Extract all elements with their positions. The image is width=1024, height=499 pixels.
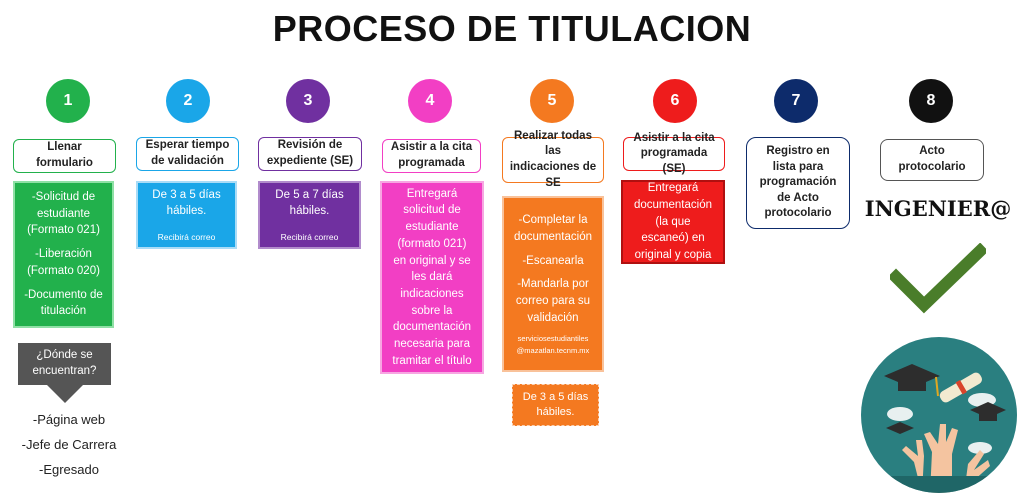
step-1-detail: -Solicitud de estudiante (Formato 021) <box>27 191 100 237</box>
step-7-circle: 7 <box>774 79 818 123</box>
where-item: -Página web <box>32 412 106 427</box>
page-title: PROCESO DE TITULACION <box>272 8 752 49</box>
down-arrow-icon <box>46 384 84 403</box>
where-question: ¿Dónde se encuentran? <box>18 343 111 385</box>
step-3-circle: 3 <box>286 79 330 123</box>
step-5-email: serviciosestudiantiles @mazatlan.tecnm.m… <box>516 334 590 355</box>
step-1-detail: -Liberación (Formato 020) <box>27 248 100 277</box>
step-3-note: Recibirá correo <box>280 232 339 243</box>
step-1-circle: 1 <box>46 79 90 123</box>
step-3-details: De 5 a 7 días hábiles. Recibirá correo <box>258 181 361 249</box>
step-6-label: Asistir a la cita programada (SE) <box>623 132 725 175</box>
step-5-detail: -Completar la documentación <box>514 214 592 243</box>
step-3-label: Revisión de expediente (SE) <box>258 137 362 171</box>
step-6-circle: 6 <box>653 79 697 123</box>
step-5-circle: 5 <box>530 79 574 123</box>
step-2-details: De 3 a 5 días hábiles. Recibirá correo <box>136 181 237 249</box>
step-2-note: Recibirá correo <box>157 232 216 243</box>
graduation-icon <box>861 337 1017 493</box>
result-text: INGENIER@ <box>864 196 1012 221</box>
step-5-time: De 3 a 5 días hábiles. <box>522 391 589 418</box>
step-6-detail: Entregará documentación (la que escaneó)… <box>634 182 712 262</box>
step-5-label: Realizar todas las indicaciones de SE <box>502 130 604 189</box>
step-5-detail: -Escanearla <box>522 254 584 267</box>
step-7-label: Registro en lista para programación de A… <box>746 137 850 229</box>
checkmark-icon <box>890 243 986 314</box>
step-5-detail: -Mandarla por correo para su validación <box>515 278 591 324</box>
step-2-circle: 2 <box>166 79 210 123</box>
step-8-label: Acto protocolario <box>880 139 984 181</box>
where-item: -Jefe de Carrera <box>21 437 117 452</box>
step-1-detail: -Documento de titulación <box>24 288 103 318</box>
step-4-detail: Entregará solicitud de estudiante (forma… <box>392 187 472 367</box>
step-5-time-box: De 3 a 5 días hábiles. <box>512 384 599 426</box>
where-list: -Página web -Jefe de Carrera -Egresado <box>14 407 124 482</box>
step-2-detail: De 3 a 5 días hábiles. <box>152 188 221 218</box>
step-1-label: Llenar formulario <box>13 139 116 173</box>
step-5-details: -Completar la documentación -Escanearla … <box>502 196 604 372</box>
step-4-details: Entregará solicitud de estudiante (forma… <box>380 181 484 374</box>
step-4-label: Asistir a la cita programada <box>382 139 481 173</box>
step-2-label: Esperar tiempo de validación <box>136 137 239 171</box>
step-1-details: -Solicitud de estudiante (Formato 021) -… <box>13 181 114 328</box>
where-item: -Egresado <box>39 462 99 477</box>
step-4-circle: 4 <box>408 79 452 123</box>
step-3-detail: De 5 a 7 días hábiles. <box>275 188 344 218</box>
step-8-circle: 8 <box>909 79 953 123</box>
step-6-details: Entregará documentación (la que escaneó)… <box>621 180 725 264</box>
